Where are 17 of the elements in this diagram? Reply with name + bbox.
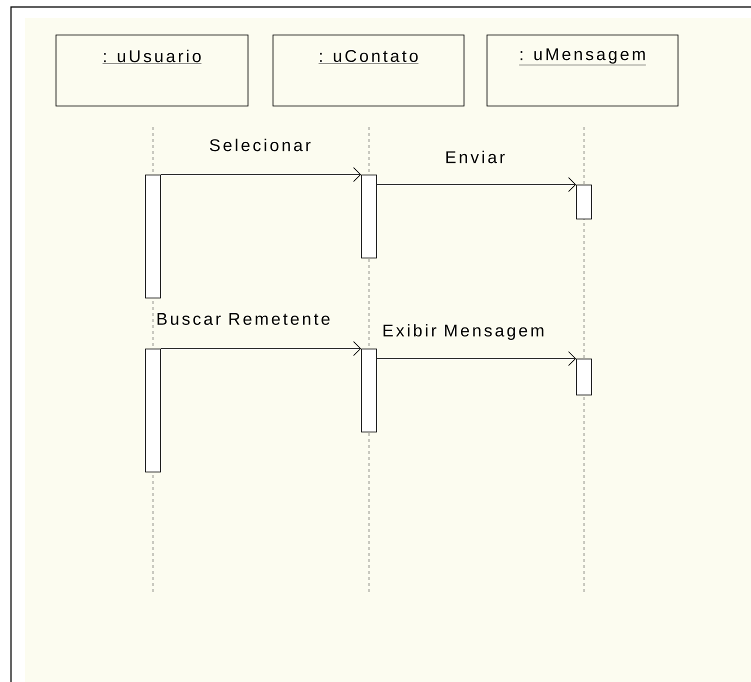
arrow <box>376 177 576 192</box>
object-box: : uUsuario <box>56 34 248 106</box>
activation-bar <box>145 348 161 472</box>
message-label: Selecionar <box>210 138 311 152</box>
message-label: Buscar Remetente <box>158 313 330 325</box>
activation-bar <box>576 184 592 220</box>
activation-bar <box>576 358 592 396</box>
activation-bar <box>145 174 161 298</box>
object-box: : uMensagem <box>486 34 678 106</box>
message-label: Exibir Mensagem <box>384 324 544 340</box>
arrow <box>160 341 362 356</box>
object-box: : uContato <box>272 34 464 106</box>
activation-bar <box>361 174 377 258</box>
activation-bar <box>361 348 377 432</box>
arrow <box>160 167 362 182</box>
arrow <box>376 351 576 366</box>
message-label: Enviar <box>446 150 505 164</box>
